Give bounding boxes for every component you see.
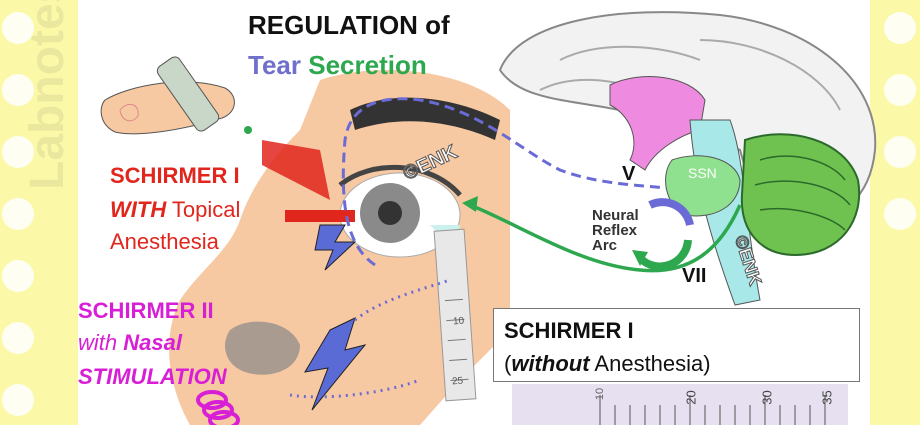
- neural-text: Neural: [592, 207, 639, 224]
- box-subtitle: (without Anesthesia): [504, 351, 711, 377]
- schirmer1-topical-with: WITH Topical: [110, 197, 240, 223]
- title-line2: Tear Secretion: [248, 50, 427, 81]
- ruler-label: 20: [683, 390, 699, 405]
- anesthesia-bar: [285, 210, 355, 222]
- title-line1: REGULATION of: [248, 10, 450, 40]
- with-text: with: [78, 330, 124, 355]
- reflex-text: Reflex: [592, 222, 638, 239]
- topical-text: Topical: [166, 197, 241, 222]
- afferent-path: [341, 97, 691, 267]
- schirmer2-heading: SCHIRMER II: [78, 298, 214, 323]
- arc-text: Arc: [592, 237, 618, 254]
- schirmer1-topical-heading: SCHIRMER I: [110, 163, 240, 188]
- title-tear: Tear: [248, 50, 301, 80]
- schirmer2-stimulation: STIMULATION: [78, 364, 227, 389]
- ruler-ticks: [599, 395, 826, 425]
- watermark: Labnotes: [21, 0, 74, 190]
- cerebellum: [740, 133, 861, 257]
- pupil: [378, 201, 402, 225]
- nostril: [225, 321, 300, 375]
- schirmer-strip-eye: [433, 228, 477, 402]
- with-emphasis: WITH: [110, 197, 167, 222]
- strip-eye-label: 10: [452, 315, 465, 328]
- nasal-afferent-path: [354, 278, 451, 322]
- finger: [100, 81, 235, 135]
- band-dots: [2, 12, 916, 416]
- drop: [244, 126, 252, 134]
- ruler-label: 10: [594, 387, 607, 401]
- cerebellum-folia: [754, 155, 851, 231]
- paren-open: (: [504, 351, 512, 376]
- without-emphasis: without: [511, 351, 590, 376]
- bolt-lower: [304, 317, 367, 411]
- cranial-nerve-vii-label: VII: [682, 265, 707, 287]
- strip-eye-ticks: [444, 298, 469, 381]
- ssn-label: SSN: [688, 165, 717, 181]
- neural-reflex-arc-label: Neural Reflex Arc: [592, 208, 639, 253]
- schirmer1-without-box: SCHIRMER I (without Anesthesia): [493, 308, 860, 382]
- anesthesia-spray: [262, 140, 330, 200]
- schirmer-strip-ruler: [512, 384, 848, 425]
- hypothalamus: [609, 76, 706, 171]
- reflex-arc-arrowhead: [632, 250, 648, 266]
- ssn-nucleus: [665, 155, 741, 217]
- reflex-arc-green: [637, 239, 692, 271]
- efferent-arrowhead: [462, 196, 478, 212]
- finger-swirl: [119, 103, 139, 122]
- nasal-coil: [196, 390, 240, 425]
- schirmer2-with-nasal: with Nasal: [78, 330, 182, 356]
- dropper: [156, 56, 220, 132]
- bolt-upper: [314, 224, 357, 271]
- box-heading: SCHIRMER I: [504, 318, 634, 343]
- box-rest-text: Anesthesia): [589, 351, 711, 376]
- efferent-path: [469, 203, 742, 273]
- strip-eye-label: 25: [451, 375, 464, 388]
- cranial-nerve-v-label: V: [622, 163, 636, 185]
- ruler-label: 35: [819, 390, 835, 405]
- eyebrow: [350, 97, 500, 140]
- nasal-text: Nasal: [123, 330, 182, 355]
- title-secretion: Secretion: [308, 50, 427, 80]
- reflex-arc-blue: [648, 198, 694, 226]
- ruler-label: 30: [759, 390, 775, 405]
- eyelashes: [338, 164, 462, 197]
- schirmer1-topical-anesthesia: Anesthesia: [110, 229, 219, 254]
